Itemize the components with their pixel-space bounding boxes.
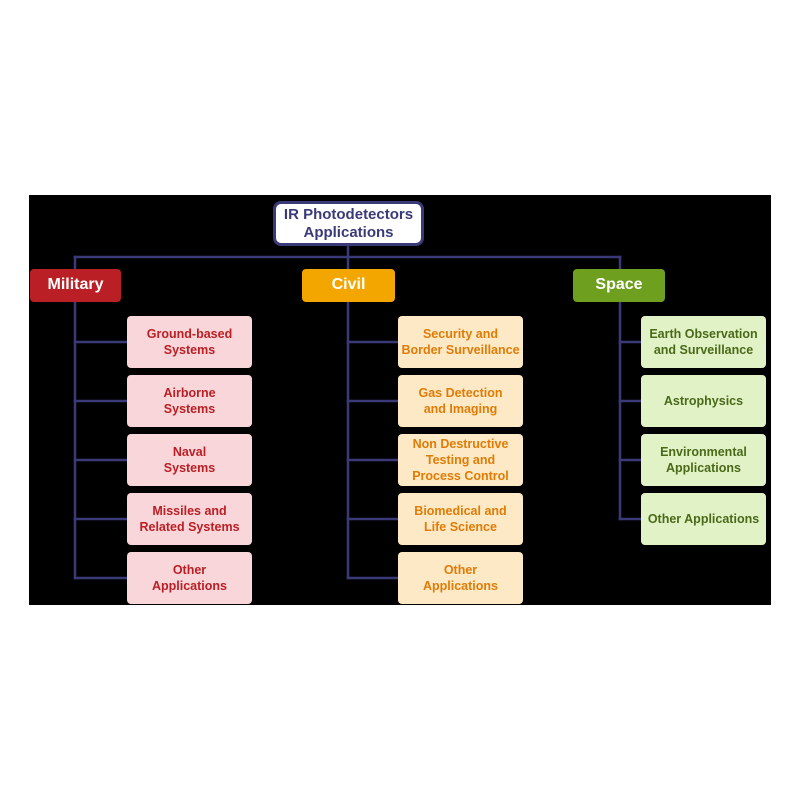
space-item-environmental: Environmental Applications xyxy=(641,434,766,486)
military-item-missiles: Missiles and Related Systems xyxy=(127,493,252,545)
category-civil: Civil xyxy=(302,269,395,302)
military-item-other-applications: Other Applications xyxy=(127,552,252,604)
root-node: IR Photodetectors Applications xyxy=(273,201,424,246)
military-item-naval-systems: Naval Systems xyxy=(127,434,252,486)
category-military: Military xyxy=(30,269,121,302)
space-item-astrophysics: Astrophysics xyxy=(641,375,766,427)
civil-item-other-applications: Other Applications xyxy=(398,552,523,604)
civil-item-security: Security and Border Surveillance xyxy=(398,316,523,368)
military-item-airborne-systems: Airborne Systems xyxy=(127,375,252,427)
category-space: Space xyxy=(573,269,665,302)
civil-item-nondestructive-testing: Non Destructive Testing and Process Cont… xyxy=(398,434,523,486)
military-item-ground-based-systems: Ground-based Systems xyxy=(127,316,252,368)
civil-item-biomedical: Biomedical and Life Science xyxy=(398,493,523,545)
space-item-earth-observation: Earth Observation and Surveillance xyxy=(641,316,766,368)
civil-item-gas-detection: Gas Detection and Imaging xyxy=(398,375,523,427)
space-item-other-applications: Other Applications xyxy=(641,493,766,545)
